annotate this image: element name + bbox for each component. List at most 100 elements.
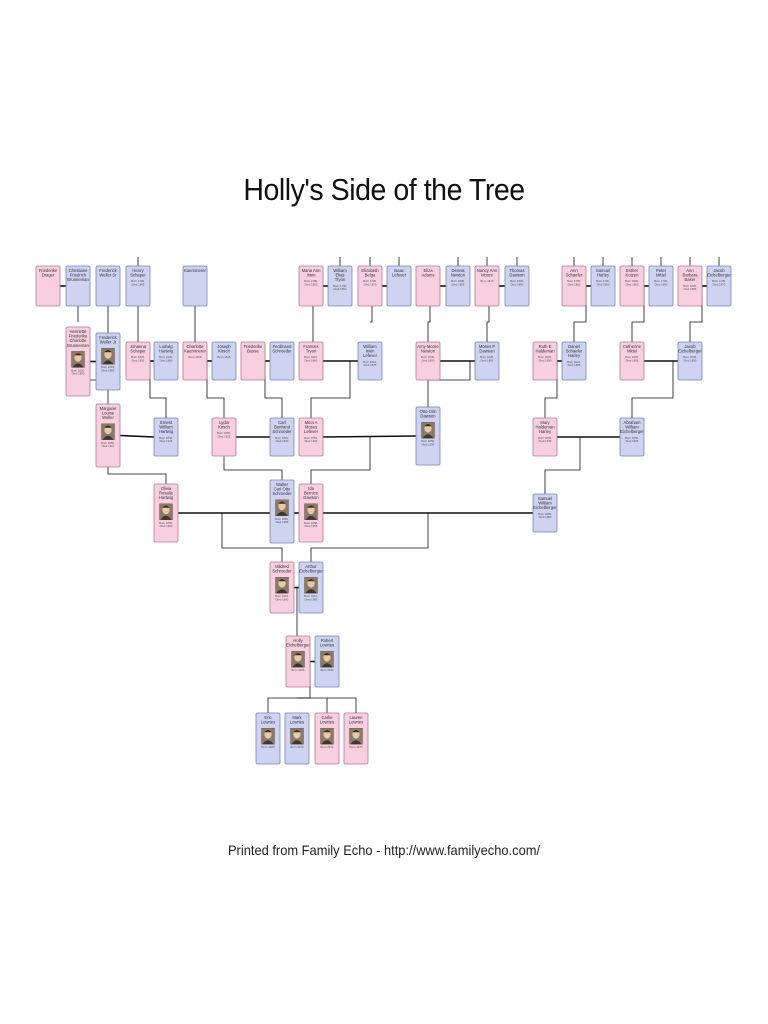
person-dates: Born 1820,Died 1890 [71, 368, 85, 375]
person-dates: Born 1850,Died 1920 [101, 441, 115, 448]
person-dates: Born 1812,Died 1875 [363, 360, 377, 367]
person-box-bg [95, 265, 121, 307]
connector-line [221, 513, 283, 562]
person-dates: Born 1848,Died 1915 [159, 436, 173, 443]
connector-line [427, 361, 471, 407]
person-box-bg [240, 341, 266, 381]
person-dates: Born 1780,Died 1860 [333, 284, 347, 291]
person-box-bg [298, 417, 324, 457]
person-box-bg [619, 265, 645, 307]
person-box-bg [532, 493, 558, 533]
person-dates: Born 1828,Died 1895 [480, 355, 494, 362]
person-box-bg [298, 265, 324, 307]
person-photo [320, 728, 334, 745]
person-box-bg [619, 341, 645, 381]
person-box-bg [590, 265, 616, 307]
person-dates: Born 1968 [262, 745, 275, 749]
person-box-bg [474, 265, 500, 307]
person-box-bg [211, 417, 237, 457]
person-box[interactable]: Kaemmerer [182, 265, 208, 307]
connector-line [223, 456, 283, 480]
person-dates: Born 1790,Died 1850 [596, 279, 610, 286]
person-box-bg [357, 341, 383, 381]
person-box-bg [357, 265, 383, 307]
person-box-bg [125, 265, 151, 307]
person-dates: Born 1855,Died 1930 [538, 436, 552, 443]
person-box-bg [269, 417, 295, 457]
person-dates: Born 1970 [291, 745, 304, 749]
person-photo [101, 348, 115, 365]
